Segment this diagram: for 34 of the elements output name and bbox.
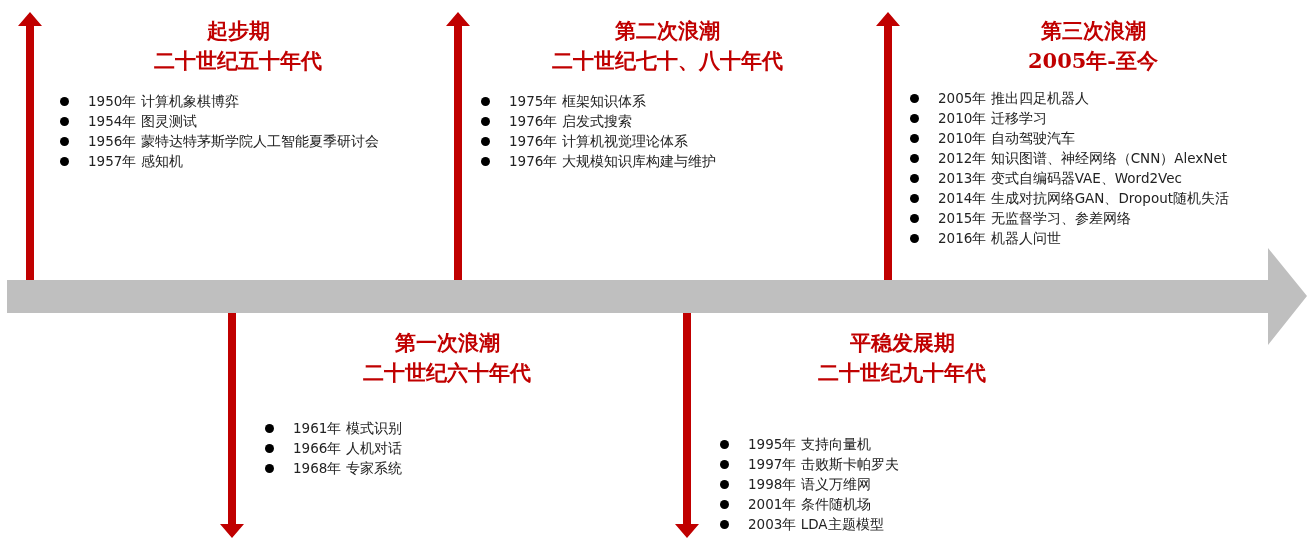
period-subtitle: 二十世纪九十年代	[818, 359, 986, 387]
milestone-text: 2012年 知识图谱、神经网络（CNN）AlexNet	[938, 150, 1227, 166]
period-title: 第二次浪潮	[614, 17, 720, 45]
milestone-text: 2005年 推出四足机器人	[938, 90, 1089, 106]
milestone-text: 1995年 支持向量机	[748, 436, 871, 452]
milestone-text: 1950年 计算机象棋博弈	[88, 93, 239, 109]
milestone-text: 1961年 模式识别	[293, 420, 402, 436]
milestone-text: 1956年 蒙特达特茅斯学院人工智能夏季研讨会	[88, 133, 379, 149]
milestone-text: 2014年 生成对抗网络GAN、Dropout随机失活	[938, 190, 1230, 206]
milestone-text: 2013年 变式自编码器VAE、Word2Vec	[938, 170, 1182, 186]
period-title: 第一次浪潮	[394, 329, 500, 357]
milestone-text: 1997年 击败斯卡帕罗夫	[748, 456, 899, 472]
period-title: 平稳发展期	[849, 329, 955, 357]
milestone-text: 1998年 语义万维网	[748, 476, 871, 492]
milestone-text: 1968年 专家系统	[293, 460, 402, 476]
period-subtitle: 二十世纪七十、八十年代	[551, 47, 783, 75]
milestone-text: 2015年 无监督学习、参差网络	[938, 210, 1131, 226]
period-title: 第三次浪潮	[1040, 17, 1146, 45]
milestone-text: 2003年 LDA主题模型	[748, 516, 884, 532]
period-subtitle: 2005年-至今	[1027, 47, 1159, 75]
milestone-text: 1966年 人机对话	[293, 440, 402, 456]
period-subtitle: 二十世纪六十年代	[363, 359, 531, 387]
milestone-text: 2010年 迁移学习	[938, 110, 1047, 126]
milestone-text: 2010年 自动驾驶汽车	[938, 130, 1075, 146]
milestone-text: 1954年 图灵测试	[88, 113, 197, 129]
milestone-text: 1975年 框架知识体系	[509, 93, 646, 109]
milestone-text: 1976年 启发式搜索	[509, 113, 632, 129]
milestone-text: 1976年 计算机视觉理论体系	[509, 133, 688, 149]
milestone-text: 1976年 大规模知识库构建与维护	[509, 153, 716, 169]
period-subtitle: 二十世纪五十年代	[154, 47, 322, 75]
period-title: 起步期	[206, 17, 270, 45]
milestone-text: 2016年 机器人问世	[938, 230, 1061, 246]
milestone-text: 1957年 感知机	[88, 153, 183, 169]
milestone-text: 2001年 条件随机场	[748, 496, 871, 512]
